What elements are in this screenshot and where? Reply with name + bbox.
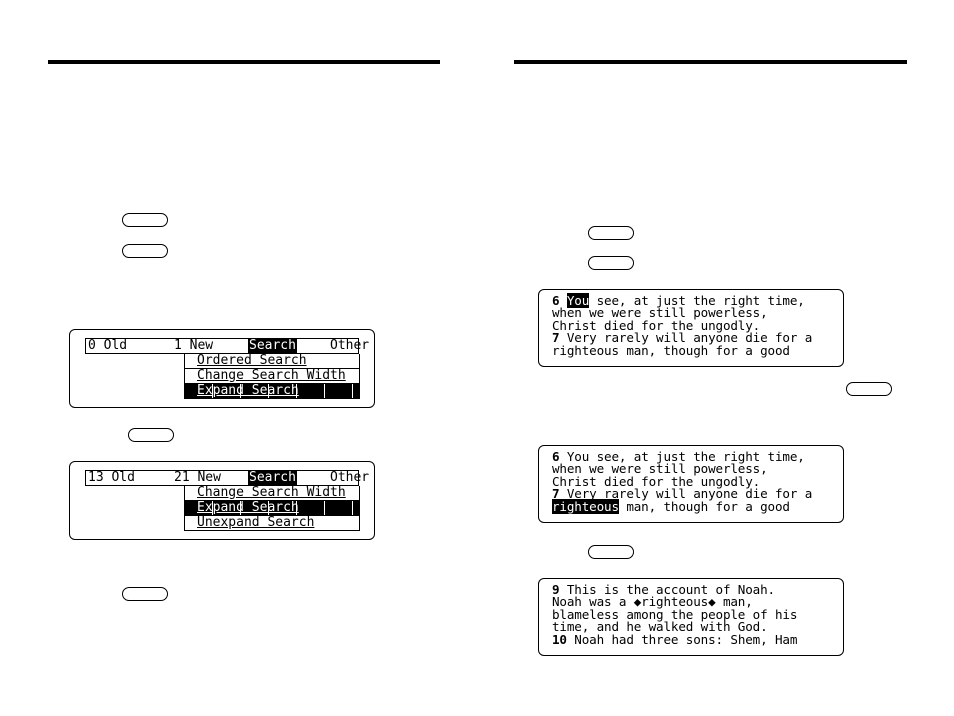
dropdown-item[interactable]: Ordered Search (184, 354, 360, 369)
verse-line: blameless among the people of his (552, 606, 798, 622)
verse-text: 6 You see, at just the right time, when … (552, 449, 813, 514)
verse-line: You see, at just the right time, (559, 449, 805, 464)
verse-line: when we were still powerless, (552, 461, 768, 477)
verse-line: when we were still powerless, (552, 305, 768, 321)
menu-other[interactable]: Other (330, 338, 370, 353)
verse-number: 10 (552, 631, 567, 647)
verse-number: 9 (552, 582, 560, 597)
verse-line: man, though for a good (618, 498, 790, 514)
menu-bar: 13 Old 21 New Search Other (85, 470, 369, 486)
dropdown-item[interactable]: Change Search Width (184, 369, 360, 384)
verse-number: 6 (552, 293, 560, 308)
menu-new[interactable]: 1 New (174, 338, 214, 353)
verse-number: 7 (552, 486, 560, 502)
search-dropdown: Change Search Width Expand Search Unexpa… (184, 486, 360, 531)
verse-line: This is the account of Noah. (559, 582, 775, 597)
menu-other[interactable]: Other (330, 470, 370, 485)
search-dropdown: Ordered Search Change Search Width Expan… (184, 354, 360, 399)
verse-text: 6 You see, at just the right time, when … (552, 293, 813, 358)
dropdown-item[interactable]: Change Search Width (184, 486, 360, 501)
key-icon (588, 545, 634, 559)
highlighted-word[interactable]: You (566, 293, 590, 308)
verse-line: Christ died for the ungodly. (552, 473, 761, 489)
menu-old[interactable]: 13 Old (88, 470, 135, 485)
menu-search[interactable]: Search (248, 338, 297, 353)
verse-line: see, at just the right time, (589, 293, 805, 308)
key-icon (122, 244, 168, 258)
verse-line: Noah had three sons: Shem, Ham (566, 631, 798, 647)
right-page-header-rule (514, 60, 907, 64)
menu-search[interactable]: Search (248, 470, 297, 485)
highlighted-word[interactable]: righteous (552, 498, 619, 514)
dropdown-item-selected[interactable]: Expand Search (184, 501, 360, 516)
verse-line: Very rarely will anyone die for a (559, 486, 813, 502)
dropdown-item-selected[interactable]: Expand Search (184, 384, 360, 399)
lcd-screen-menu-2: 13 Old 21 New Search Other Change Search… (69, 461, 375, 540)
key-icon (122, 587, 168, 601)
verse-number: 6 (552, 449, 560, 464)
verse-line: Christ died for the ungodly. (552, 317, 761, 333)
menu-new[interactable]: 21 New (174, 470, 221, 485)
lcd-screen-verse-3: 9 This is the account of Noah. Noah was … (538, 578, 844, 656)
menu-bar: 0 Old 1 New Search Other (85, 338, 369, 354)
left-page-header-rule (48, 60, 440, 64)
lcd-screen-verse-2: 6 You see, at just the right time, when … (538, 445, 844, 523)
verse-line: righteous man, though for a good (552, 342, 790, 358)
key-icon (588, 256, 634, 270)
verse-line: time, and he walked with God. (552, 619, 768, 635)
lcd-screen-verse-1: 6 You see, at just the right time, when … (538, 289, 844, 367)
menu-old[interactable]: 0 Old (88, 338, 128, 353)
key-icon (122, 213, 168, 227)
dropdown-item[interactable]: Unexpand Search (184, 516, 360, 531)
verse-number: 7 (552, 330, 560, 346)
lcd-screen-menu-1: 0 Old 1 New Search Other Ordered Search … (69, 329, 375, 408)
key-icon (588, 226, 634, 240)
verse-line: Noah was a ◆righteous◆ man, (552, 594, 753, 610)
verse-text: 9 This is the account of Noah. Noah was … (552, 582, 798, 647)
key-icon (846, 382, 892, 396)
verse-line: Very rarely will anyone die for a (559, 330, 813, 346)
key-icon (128, 428, 174, 442)
